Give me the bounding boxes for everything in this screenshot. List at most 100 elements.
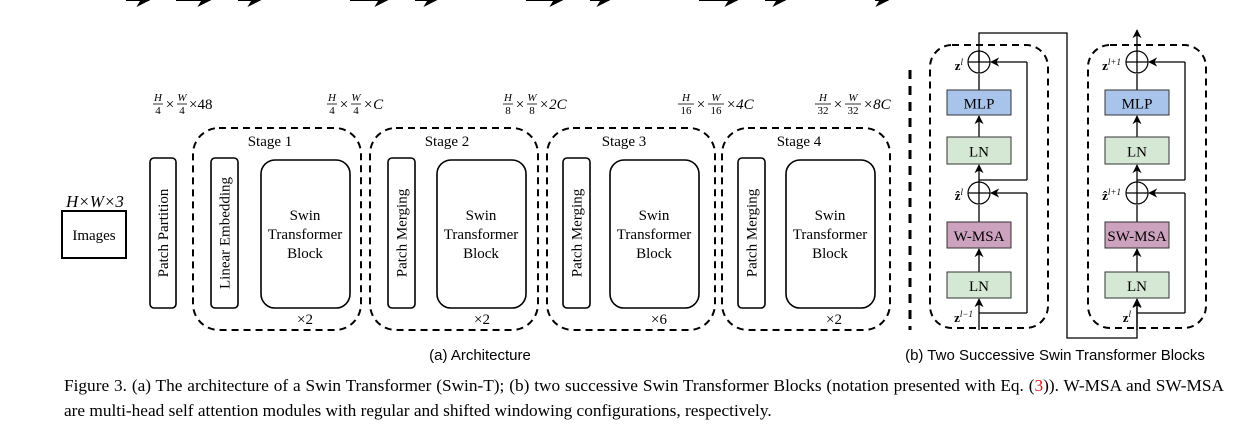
patch-merging-box bbox=[737, 157, 766, 309]
repeat-label: ×2 bbox=[474, 312, 490, 328]
figure-caption: Figure 3. (a) The architecture of a Swin… bbox=[64, 376, 1224, 420]
layer-norm-box bbox=[946, 271, 1012, 299]
frac-den: 8 bbox=[505, 105, 511, 117]
dimension-label: H4×W4×48 bbox=[153, 92, 212, 117]
frac-num: H bbox=[153, 92, 163, 104]
swin-blocks-diagram: MLPLNW-MSALNzlẑlzl−1MLPLNSW-MSALNzl+1ẑl+… bbox=[929, 29, 1207, 339]
stage-3-container bbox=[546, 127, 716, 331]
swin-block-label: Transformer bbox=[444, 227, 518, 243]
stage-1-container bbox=[192, 127, 362, 331]
variable-label: zl bbox=[955, 57, 964, 73]
swin-transformer-block bbox=[785, 159, 876, 309]
times-sign: × bbox=[166, 97, 174, 113]
stage-label: Stage 4 bbox=[777, 134, 822, 150]
repeat-label: ×2 bbox=[297, 312, 313, 328]
repeat-label: ×2 bbox=[826, 312, 842, 328]
times-sign: × bbox=[834, 97, 842, 113]
times-sign: × bbox=[516, 97, 524, 113]
images-box bbox=[61, 210, 127, 259]
stage-label: Stage 3 bbox=[602, 134, 647, 150]
sw-msa-box bbox=[1104, 221, 1170, 249]
patch-merging-box-label: Patch Merging bbox=[570, 188, 586, 277]
left-block-container bbox=[929, 44, 1049, 329]
channel-label: ×C bbox=[363, 97, 384, 113]
block-connector bbox=[978, 32, 1142, 339]
mlp-box-label: MLP bbox=[1122, 97, 1153, 113]
swin-block-label: Transformer bbox=[268, 227, 342, 243]
patch-merging-box-label: Patch Merging bbox=[745, 188, 761, 277]
stage-label: Stage 2 bbox=[425, 134, 470, 150]
frac-num: W bbox=[177, 92, 187, 104]
swin-transformer-block bbox=[436, 159, 527, 309]
frac-den: 4 bbox=[353, 105, 359, 117]
channel-label: ×48 bbox=[189, 97, 212, 113]
frac-den: 4 bbox=[155, 105, 161, 117]
sw-msa-box-label: SW-MSA bbox=[1107, 229, 1166, 245]
swin-block-label: Swin bbox=[639, 208, 670, 224]
frac-den: 32 bbox=[818, 105, 829, 117]
layer-norm-box-label: LN bbox=[969, 279, 989, 295]
channel-label: ×8C bbox=[863, 97, 892, 113]
swin-block-label: Swin bbox=[815, 208, 846, 224]
swin-block-label: Transformer bbox=[617, 227, 691, 243]
mlp-box-label: MLP bbox=[964, 97, 995, 113]
frac-den: 16 bbox=[681, 105, 693, 117]
frac-num: W bbox=[848, 92, 858, 104]
frac-den: 32 bbox=[848, 105, 859, 117]
swin-block-label: Swin bbox=[466, 208, 497, 224]
swin-transformer-block bbox=[260, 159, 351, 309]
frac-den: 16 bbox=[711, 105, 723, 117]
swin-block-label: Block bbox=[812, 246, 848, 262]
swin-block-label: Transformer bbox=[793, 227, 867, 243]
variable-label: zl bbox=[1123, 309, 1132, 325]
frac-num: H bbox=[818, 92, 828, 104]
mlp-box bbox=[946, 89, 1012, 116]
stage-label: Stage 1 bbox=[248, 134, 293, 150]
swin-block-label: Block bbox=[636, 246, 672, 262]
times-sign: × bbox=[340, 97, 348, 113]
swin-block-label: Block bbox=[463, 246, 499, 262]
dimension-label: H16×W16×4C bbox=[678, 92, 755, 117]
images-label: Images bbox=[72, 228, 115, 244]
stage-2-container bbox=[369, 127, 539, 331]
patch-merging-box-label: Patch Merging bbox=[395, 188, 411, 277]
mlp-box bbox=[1104, 89, 1170, 116]
patch-merging-box bbox=[562, 157, 591, 309]
patch-partition-box bbox=[149, 157, 177, 309]
patch-merging-box bbox=[387, 157, 416, 309]
variable-label: ẑl+1 bbox=[1102, 187, 1121, 203]
channel-label: ×4C bbox=[726, 97, 755, 113]
input-dim-label: H×W×3 bbox=[65, 192, 124, 211]
frac-num: W bbox=[351, 92, 361, 104]
stage-4-container bbox=[721, 127, 891, 331]
variable-label: zl+1 bbox=[1102, 57, 1121, 73]
swin-block-label: Swin bbox=[290, 208, 321, 224]
layer-norm-box-label: LN bbox=[969, 145, 989, 161]
subcaption-blocks: (b) Two Successive Swin Transformer Bloc… bbox=[905, 347, 1205, 364]
layer-norm-box bbox=[946, 136, 1012, 165]
linear-embedding-box bbox=[210, 157, 239, 309]
swin-block-label: Block bbox=[287, 246, 323, 262]
channel-label: ×2C bbox=[539, 97, 568, 113]
linear-embedding-box-label: Linear Embedding bbox=[218, 176, 234, 289]
frac-num: H bbox=[503, 92, 513, 104]
dimension-label: H4×W4×C bbox=[327, 92, 384, 117]
equation-ref-link[interactable]: 3 bbox=[1034, 376, 1044, 395]
dimension-label: H32×W32×8C bbox=[815, 92, 892, 117]
frac-num: H bbox=[681, 92, 691, 104]
patch-partition-box-label: Patch Partition bbox=[156, 188, 172, 277]
layer-norm-box bbox=[1104, 271, 1170, 299]
right-block-container bbox=[1087, 44, 1207, 329]
subcaption-architecture: (a) Architecture bbox=[429, 347, 531, 364]
repeat-label: ×6 bbox=[651, 312, 667, 328]
times-sign: × bbox=[697, 97, 705, 113]
frac-num: W bbox=[711, 92, 721, 104]
w-msa-box-label: W-MSA bbox=[954, 229, 1005, 245]
dimension-label: H8×W8×2C bbox=[503, 92, 568, 117]
layer-norm-box-label: LN bbox=[1127, 145, 1147, 161]
variable-label: zl−1 bbox=[954, 309, 973, 325]
frac-num: W bbox=[527, 92, 537, 104]
frac-num: H bbox=[327, 92, 337, 104]
